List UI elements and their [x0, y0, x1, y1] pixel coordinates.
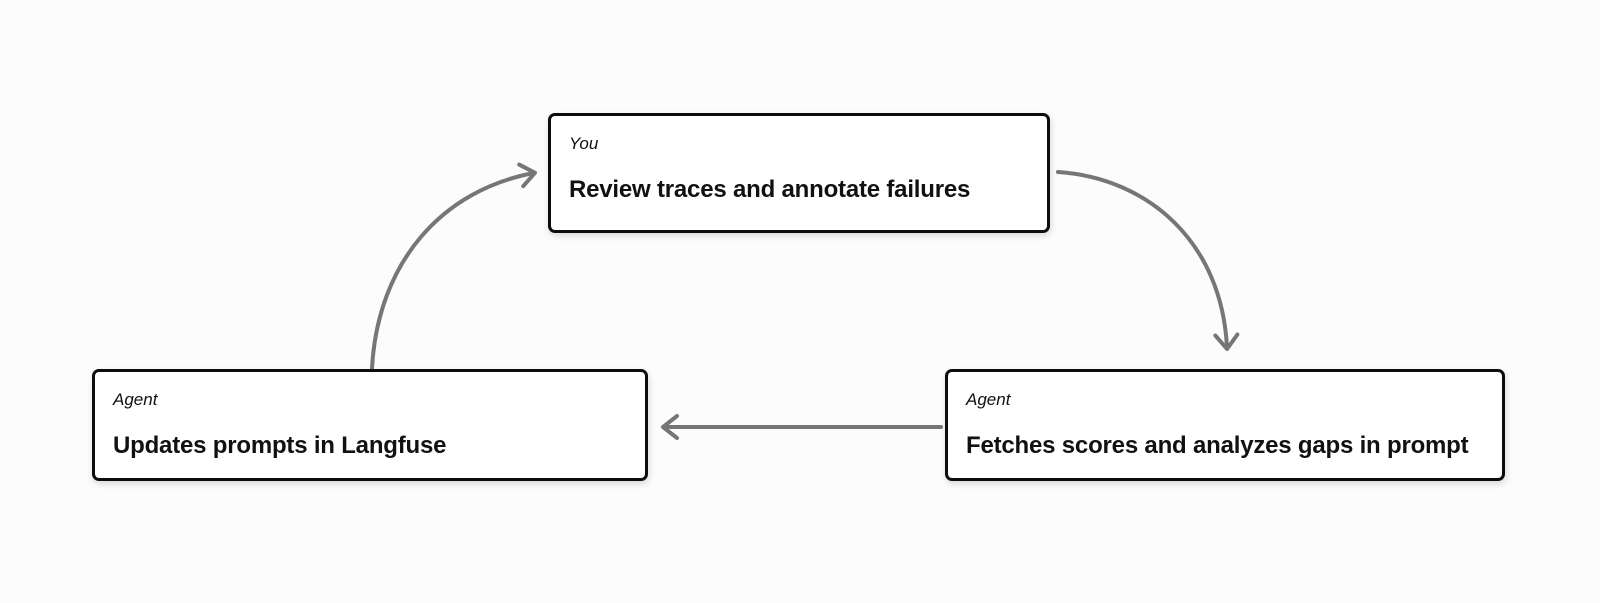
node-role-label: Agent: [113, 390, 158, 409]
node-role-label: Agent: [966, 390, 1011, 409]
arrow-update-to-review: [370, 162, 537, 370]
arrow-review-to-fetch: [1056, 170, 1240, 351]
node-title: Fetches scores and analyzes gaps in prom…: [966, 432, 1469, 459]
node-review-traces: You Review traces and annotate failures: [548, 113, 1050, 233]
node-updates-prompts: Agent Updates prompts in Langfuse: [92, 369, 648, 481]
node-fetches-scores: Agent Fetches scores and analyzes gaps i…: [945, 369, 1505, 481]
node-role-label: You: [569, 134, 599, 153]
node-title: Review traces and annotate failures: [569, 176, 971, 203]
node-title: Updates prompts in Langfuse: [113, 432, 447, 459]
